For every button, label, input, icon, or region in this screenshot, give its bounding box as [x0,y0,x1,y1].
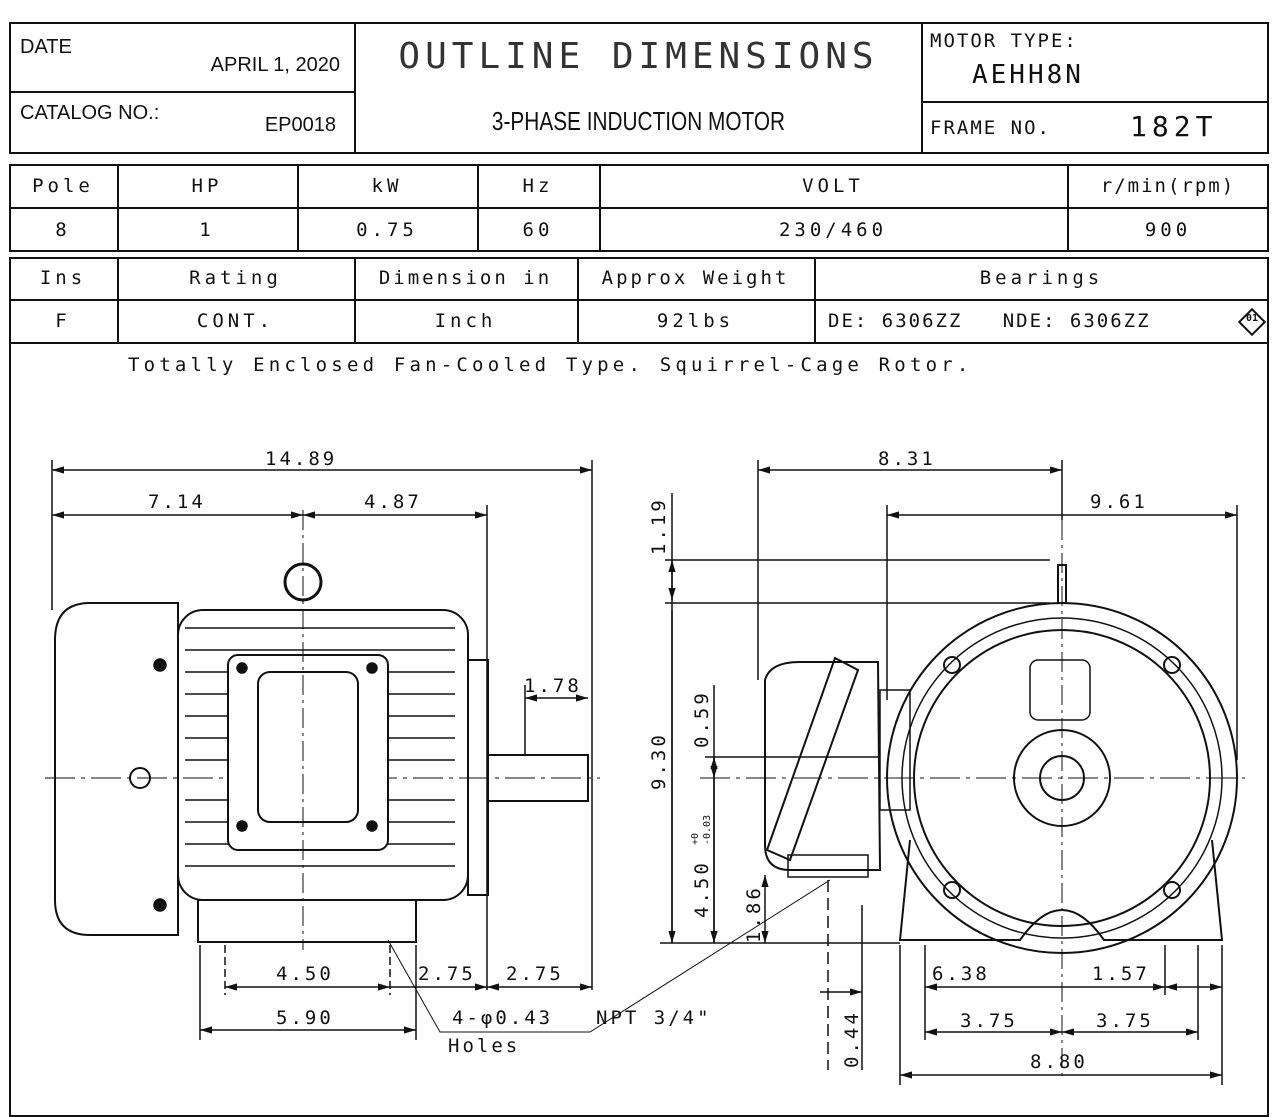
dim-0-59: 0.59 [691,690,713,748]
title-block [9,22,1269,154]
header-hp: HP [191,174,223,197]
catalog-label: CATALOG NO.: [20,102,160,124]
dim-4-50: 4.50 [276,963,334,985]
revision-mark-text: 01 [1245,313,1259,324]
value-volt: 230/460 [778,218,888,241]
value-rating: CONT. [196,309,275,332]
dim-8-31: 8.31 [878,448,936,470]
value-hp: 1 [199,218,215,241]
dim-3-75-b: 3.75 [1096,1010,1154,1032]
dim-9-61: 9.61 [1090,491,1148,513]
motor-type-label: MOTOR TYPE: [930,30,1078,52]
holes-label: Holes [448,1035,520,1057]
dim-4-87: 4.87 [364,491,422,513]
frame-label: FRAME NO. [930,117,1051,139]
divider [9,91,355,93]
divider [354,22,356,154]
dim-5-90: 5.90 [276,1007,334,1029]
header-rpm: r/min(rpm) [1100,174,1236,197]
dim-8-80: 8.80 [1030,1051,1088,1073]
value-rpm: 900 [1144,218,1192,241]
date-label: DATE [20,36,72,58]
header-pole: Pole [32,174,94,197]
drawing-title: OUTLINE DIMENSIONS [398,36,879,77]
dim-9-30: 9.30 [648,732,670,790]
divider [297,164,299,252]
drawing-subtitle: 3-PHASE INDUCTION MOTOR [491,106,786,136]
header-rating: Rating [189,267,282,289]
divider [921,22,923,154]
divider [354,257,356,343]
npt-callout: NPT 3/4" [596,1007,712,1029]
header-weight: Approx Weight [601,267,790,289]
holes-callout: 4-φ0.43 [452,1007,553,1029]
dim-14-89: 14.89 [265,448,337,470]
divider [577,257,579,343]
divider [117,164,119,252]
value-dimension: Inch [434,309,497,332]
value-weight: 92lbs [656,309,735,332]
dim-6-38: 6.38 [932,963,990,985]
header-dimension: Dimension in [378,267,553,289]
value-pole: 8 [55,218,71,241]
dim-2-75-a: 2.75 [418,963,476,985]
motor-description: Totally Enclosed Fan-Cooled Type. Squirr… [128,354,973,376]
dim-1-86: 1.86 [743,885,765,943]
side-view [45,460,831,1040]
dim-1-19: 1.19 [648,497,670,555]
value-ins: F [55,309,71,332]
divider [814,257,816,343]
header-ins: Ins [39,267,87,289]
value-hz: 60 [522,218,554,241]
header-volt: VOLT [802,174,864,197]
motor-type-value: AEHH8N [972,60,1084,90]
header-kw: kW [371,174,403,197]
divider [9,207,1269,209]
dim-4-50-tol-minus: -0.03 [702,815,713,845]
dim-0-44: 0.44 [841,1010,863,1068]
dim-4-50: 4.50 [691,860,713,918]
value-kw: 0.75 [356,218,418,241]
header-hz: Hz [522,174,554,197]
divider [599,164,601,252]
end-view [660,460,1245,1085]
dim-4-50-tol-plus: +0 [690,833,701,845]
catalog-value: EP0018 [264,114,336,136]
divider [921,101,1269,103]
divider [9,299,1269,301]
divider [1067,164,1069,252]
dim-3-75-a: 3.75 [960,1010,1018,1032]
dim-1-78: 1.78 [524,675,582,697]
header-bearings: Bearings [979,267,1104,289]
date-value: APRIL 1, 2020 [210,54,340,76]
divider [477,164,479,252]
dim-7-14: 7.14 [148,491,206,513]
dim-1-57: 1.57 [1092,963,1150,985]
value-bearings: DE: 6306ZZ NDE: 6306ZZ [828,309,1151,332]
divider [117,257,119,343]
dim-2-75-b: 2.75 [506,963,564,985]
frame-value: 182T [1130,110,1218,143]
divider [9,342,1269,344]
